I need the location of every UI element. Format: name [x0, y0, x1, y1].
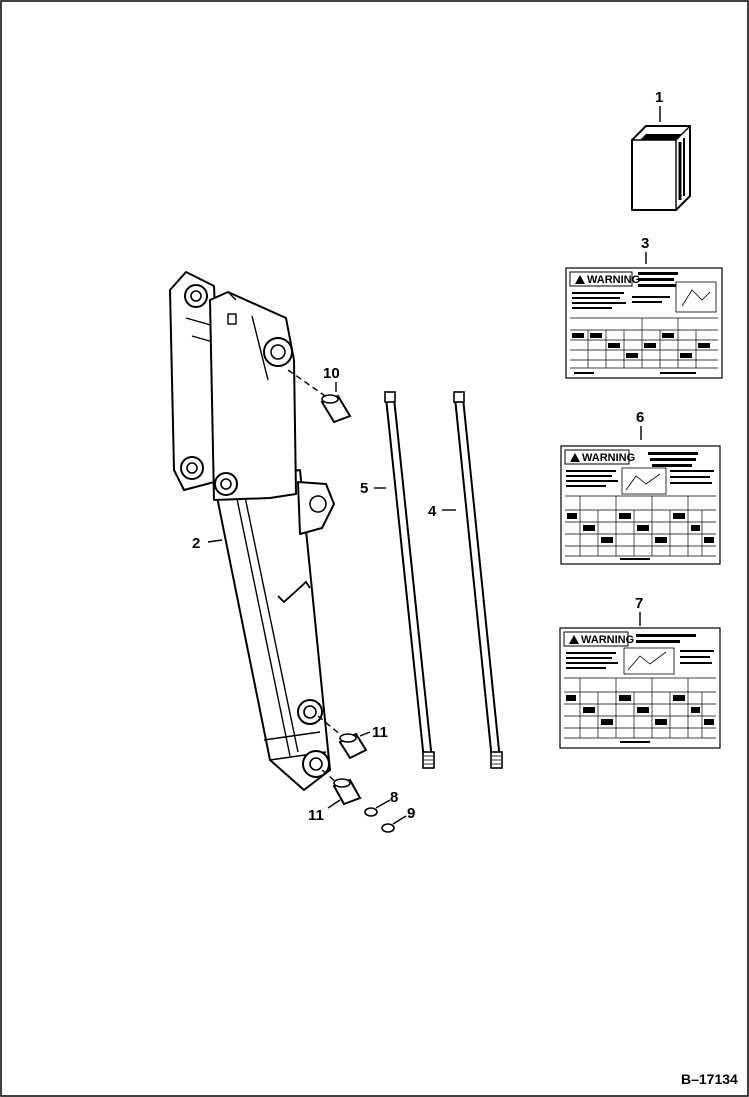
decal-6: WARNING: [560, 445, 721, 565]
callout-7: 7: [635, 595, 643, 612]
part-11-bushing-upper: [338, 732, 368, 760]
decal-6-title: WARNING: [582, 452, 635, 464]
callout-8: 8: [390, 789, 398, 806]
part-2-arm: [169, 271, 335, 791]
reference-code: B–17134: [681, 1071, 738, 1087]
part-11-bushing-lower: [332, 778, 362, 806]
part-1-block: [631, 125, 691, 211]
callout-2: 2: [192, 535, 200, 552]
callout-1: 1: [655, 89, 663, 106]
part-10-bushing: [320, 394, 352, 424]
decal-7-title: WARNING: [581, 634, 634, 646]
decal-7: WARNING: [559, 627, 721, 749]
part-5-rod: [384, 391, 435, 769]
callout-11-lower: 11: [308, 807, 324, 824]
decal-3-title: WARNING: [587, 274, 640, 286]
callout-11-upper: 11: [372, 724, 388, 741]
part-8-ring: [364, 807, 378, 817]
part-4-rod: [453, 391, 503, 769]
callout-10: 10: [323, 365, 340, 382]
decal-3: WARNING: [565, 267, 723, 379]
callout-5: 5: [360, 480, 368, 497]
callout-9: 9: [407, 805, 415, 822]
callout-4: 4: [428, 503, 437, 520]
callout-6: 6: [636, 409, 644, 426]
part-9-ring: [381, 823, 395, 833]
callout-3: 3: [641, 235, 649, 252]
